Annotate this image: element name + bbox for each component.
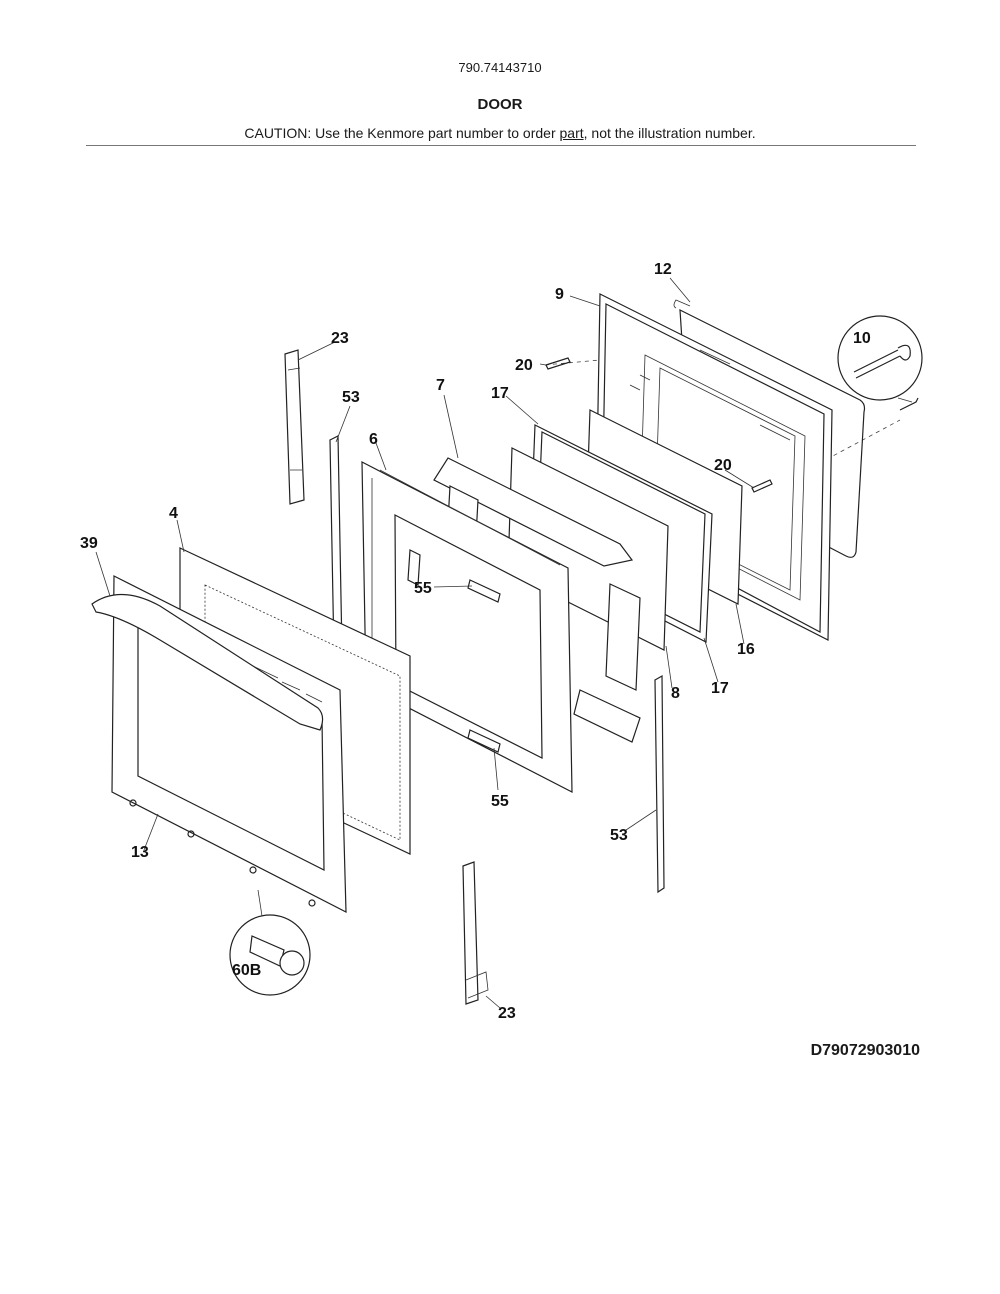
caution-part-link[interactable]: part xyxy=(559,125,584,141)
drawing-id: D79072903010 xyxy=(810,1042,920,1059)
alignment-axis-2 xyxy=(544,359,601,366)
part-13-door-panel xyxy=(111,575,347,913)
part-55-hinge-receiver-top xyxy=(407,549,501,603)
header-divider xyxy=(86,145,916,146)
callout-17-bottom: 17 xyxy=(711,680,729,697)
callout-6: 6 xyxy=(369,431,378,448)
callout-4: 4 xyxy=(169,505,178,522)
part-10-small-screw xyxy=(899,397,919,411)
door-screw xyxy=(308,899,316,907)
leader-lines xyxy=(95,277,755,1009)
callout-23-top: 23 xyxy=(331,330,349,347)
door-screw xyxy=(249,866,257,874)
part-23-bottom-hinge xyxy=(462,861,479,1005)
callout-53-left: 53 xyxy=(342,389,360,406)
callout-39: 39 xyxy=(80,535,98,552)
callout-9: 9 xyxy=(555,286,564,303)
part-7-insulation xyxy=(433,457,634,567)
callout-55-bottom: 55 xyxy=(491,793,509,810)
part-10-detail-circle xyxy=(837,315,923,401)
callout-20-right: 20 xyxy=(714,457,732,474)
part-55-hinge-receiver-bottom xyxy=(467,729,501,753)
door-screw xyxy=(129,799,137,807)
model-number: 790.74143710 xyxy=(458,60,542,75)
callout-23-bottom: 23 xyxy=(498,1005,516,1022)
callout-16: 16 xyxy=(737,641,755,658)
part-10-bolt xyxy=(853,344,911,379)
callout-10: 10 xyxy=(853,330,871,347)
callout-7: 7 xyxy=(436,377,445,394)
callout-55-top: 55 xyxy=(414,580,432,597)
callout-17-top: 17 xyxy=(491,385,509,402)
part-23-top-hinge xyxy=(284,349,305,505)
part-20-clip-right xyxy=(751,479,773,493)
callout-12: 12 xyxy=(654,261,672,278)
caution-text: CAUTION: Use the Kenmore part number to … xyxy=(244,125,560,141)
caution-suffix: , not the illustration number. xyxy=(583,125,756,141)
part-39-handle xyxy=(91,593,324,731)
callout-8: 8 xyxy=(671,685,680,702)
callout-20-left: 20 xyxy=(515,357,533,374)
door-screw xyxy=(187,830,195,838)
section-title: DOOR xyxy=(477,96,523,113)
callout-53-right: 53 xyxy=(610,827,628,844)
callout-13: 13 xyxy=(131,844,149,861)
callout-60b: 60B xyxy=(232,962,261,979)
caution-note: CAUTION: Use the Kenmore part number to … xyxy=(0,125,1000,141)
part-20-clip-left xyxy=(545,357,571,370)
part-53-right-trim xyxy=(654,674,665,894)
